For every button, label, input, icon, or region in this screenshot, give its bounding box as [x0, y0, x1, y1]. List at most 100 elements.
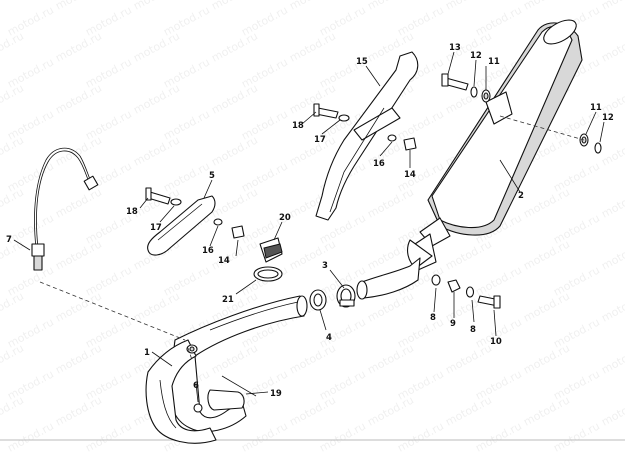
callout-15: 15 — [356, 57, 368, 67]
watermark-text: motod.ru — [209, 341, 260, 376]
part-20-clamp-bracket[interactable] — [259, 237, 283, 263]
watermark-text: motod.ru — [53, 0, 104, 13]
callout-labels: 1 2 3 4 5 6 7 8 9 8 10 13 12 11 11 12 15… — [6, 43, 614, 399]
watermark-text: motod.ru — [287, 0, 338, 13]
watermark-text: motod.ru — [599, 289, 625, 324]
watermark-text: motod.ru — [0, 341, 26, 376]
watermark-text: motod.ru — [365, 0, 416, 13]
callout-18b: 18 — [126, 207, 138, 217]
watermark-text: motod.ru — [0, 393, 26, 428]
callout-2: 2 — [518, 191, 524, 201]
watermark-text: motod.ru — [287, 133, 338, 168]
watermark-text: motod.ru — [365, 393, 416, 428]
watermark-text: motod.ru — [599, 341, 625, 376]
watermark-text: motod.ru — [53, 81, 104, 116]
watermark-text: motod.ru — [209, 29, 260, 64]
part-16-washer-lower[interactable] — [213, 218, 223, 226]
part-3-connector-pipe[interactable] — [356, 257, 421, 300]
watermark-text: motod.ru — [209, 237, 260, 272]
watermark-text: motod.ru — [0, 29, 26, 64]
callout-10: 10 — [490, 337, 502, 347]
part-17-washer-lower[interactable] — [170, 198, 182, 206]
part-16-washer-upper[interactable] — [387, 134, 397, 142]
watermark-text: motod.ru — [0, 289, 26, 324]
watermark-text: motod.ru — [131, 0, 182, 13]
callout-12a: 12 — [470, 51, 482, 61]
part-2-silencer[interactable] — [407, 15, 583, 271]
watermark-text: motod.ru — [443, 0, 494, 13]
watermark-text: motod.ru — [53, 289, 104, 324]
callout-8a: 8 — [430, 313, 436, 323]
part-8-washer-b[interactable] — [465, 286, 475, 298]
watermark-text: motod.ru — [287, 341, 338, 376]
callout-3: 3 — [322, 261, 328, 271]
watermark-text: motod.ru — [53, 237, 104, 272]
watermark-text: motod.ru — [53, 393, 104, 428]
leader-lines — [13, 51, 605, 403]
watermark-text: motod.ru — [53, 341, 104, 376]
watermark-text: motod.ru — [443, 341, 494, 376]
watermark-text: motod.ru — [131, 289, 182, 324]
watermark-text: motod.ru — [209, 185, 260, 220]
callout-11a: 11 — [488, 57, 500, 67]
part-14-nut-lower[interactable] — [231, 225, 245, 239]
part-21-band-clamp[interactable] — [253, 266, 283, 282]
watermark-text: motod.ru — [365, 341, 416, 376]
watermark-text: motod.ru — [521, 0, 572, 13]
watermark-text: motod.ru — [239, 419, 290, 454]
part-9-nut[interactable] — [447, 279, 461, 293]
callout-19: 19 — [270, 389, 282, 399]
callout-9: 9 — [450, 319, 456, 329]
watermark-text: motod.ru — [209, 81, 260, 116]
callout-18a: 18 — [292, 121, 304, 131]
watermark-text: motod.ru — [599, 393, 625, 428]
watermark-text: motod.ru — [395, 419, 446, 454]
callout-11b: 11 — [590, 103, 602, 113]
fasteners-group — [145, 73, 602, 413]
callout-5: 5 — [209, 171, 215, 181]
watermark-text: motod.ru — [443, 393, 494, 428]
watermark-text: motod.ru — [131, 133, 182, 168]
watermark-text: motod.ru — [83, 419, 134, 454]
watermark-text: motod.ru — [473, 419, 524, 454]
watermark-text: motod.ru — [599, 133, 625, 168]
callout-17b: 17 — [150, 223, 162, 233]
part-14-nut-upper[interactable] — [403, 137, 417, 151]
part-12-washer-top[interactable] — [470, 86, 478, 98]
watermark-text: motod.ru — [0, 185, 26, 220]
callout-8b: 8 — [470, 325, 476, 335]
watermark-text: motod.ru — [53, 185, 104, 220]
part-11-grommet-top[interactable] — [481, 89, 491, 103]
watermark-text: motod.ru — [443, 237, 494, 272]
watermark-text: motod.ru — [53, 29, 104, 64]
callout-13: 13 — [449, 43, 461, 53]
part-13-bolt[interactable] — [441, 73, 469, 91]
part-8-washer-a[interactable] — [431, 274, 441, 286]
part-18-screw-upper[interactable] — [313, 103, 339, 119]
part-4-gasket-ring[interactable] — [309, 289, 327, 311]
watermark-text: motod.ru — [0, 133, 26, 168]
callout-16b: 16 — [202, 246, 214, 256]
watermark-text: motod.ru — [0, 237, 26, 272]
part-1-header-pipe[interactable] — [145, 295, 308, 444]
callout-21: 21 — [222, 295, 234, 305]
watermark-text: motod.ru — [599, 237, 625, 272]
part-6-bolt[interactable] — [193, 403, 203, 413]
watermark-text: motod.ru — [5, 419, 56, 454]
part-12-washer-right[interactable] — [594, 142, 602, 154]
watermark-text: motod.ru — [317, 419, 368, 454]
watermark-text: motod.ru — [599, 81, 625, 116]
watermark-text: motod.ru — [599, 29, 625, 64]
part-7-lambda-sensor[interactable] — [31, 147, 99, 271]
part-17-washer-upper[interactable] — [338, 114, 350, 122]
part-10-bolt[interactable] — [477, 295, 501, 309]
part-19-strap[interactable] — [207, 375, 257, 411]
part-18-screw-lower[interactable] — [145, 187, 171, 205]
part-15-heat-shield[interactable] — [315, 51, 419, 221]
watermark-text: motod.ru — [131, 81, 182, 116]
callout-17a: 17 — [314, 135, 326, 145]
watermark-text: motod.ru — [521, 393, 572, 428]
part-5-small-heat-shield[interactable] — [147, 195, 216, 256]
watermark-text: motod.ru — [131, 29, 182, 64]
part-3-clamp[interactable] — [336, 284, 356, 308]
